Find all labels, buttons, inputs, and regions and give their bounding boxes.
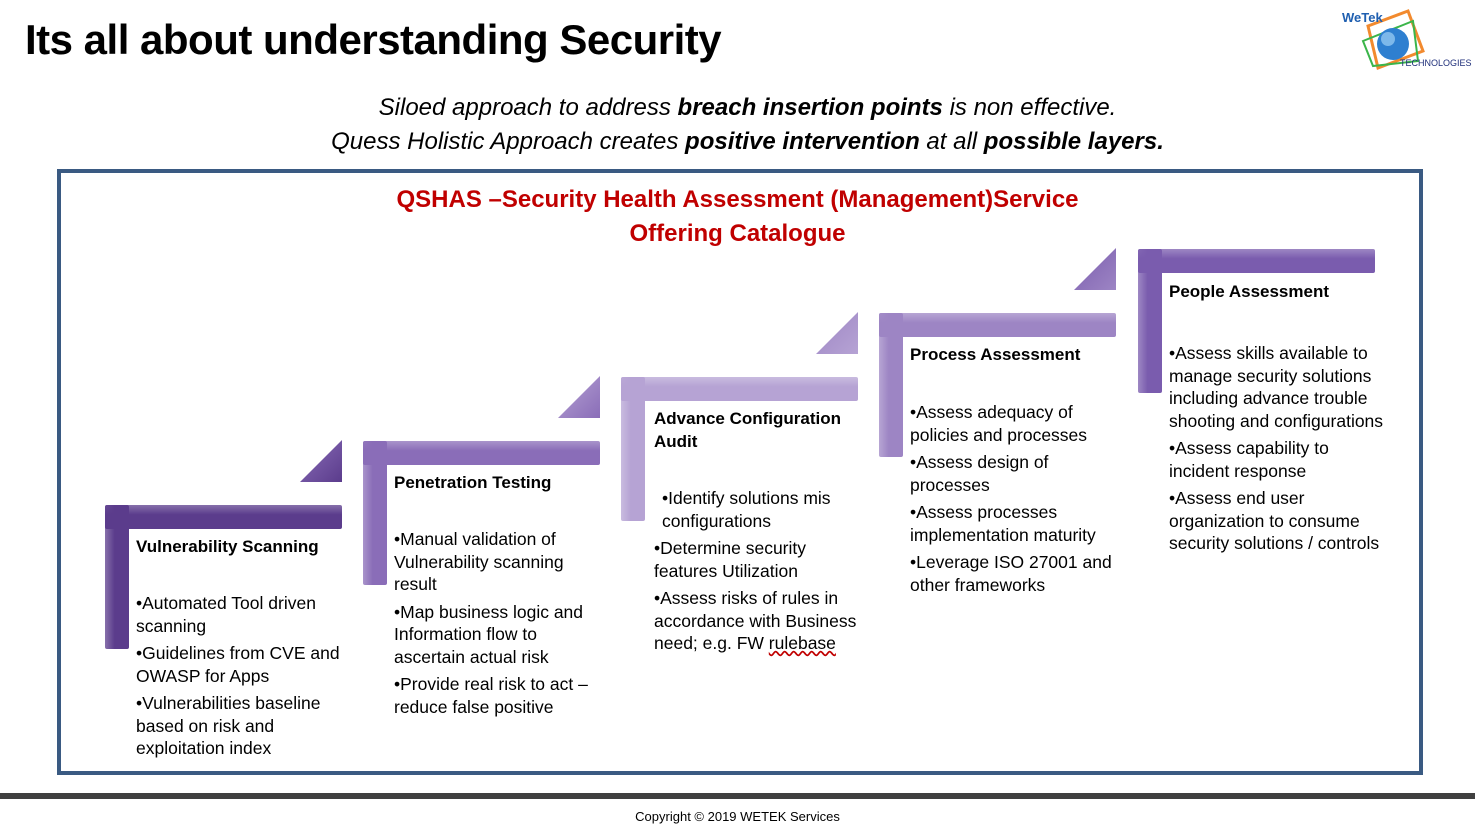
bullet-item: •Manual validation of Vulnerability scan…: [394, 528, 609, 596]
step-bar-vertical: [105, 505, 129, 649]
bullet-item: •Assess design of processes: [910, 451, 1125, 496]
bullet-text: •Identify solutions mis configurations: [662, 488, 831, 531]
text: Quess Holistic Approach creates: [331, 128, 686, 155]
bullet-item: •Assess end user organization to consume…: [1169, 487, 1384, 555]
step-bullets: •Assess adequacy of policies and process…: [910, 401, 1125, 601]
bullet-text: •Assess adequacy of policies and process…: [910, 402, 1088, 445]
step-title: Vulnerability Scanning: [136, 537, 319, 556]
step-bar-horizontal: [1138, 249, 1375, 273]
bullet-item: •Identify solutions mis configurations: [654, 487, 869, 532]
text-bold: breach insertion points: [677, 94, 943, 121]
bullet-item: •Assess risks of rules in accordance wit…: [654, 587, 869, 655]
bullet-text-continued: rulebase: [768, 633, 836, 653]
text: is non effective.: [942, 94, 1117, 121]
bullet-text: •Provide real risk to act – reduce false…: [394, 674, 588, 717]
wetek-logo: WeTek TECHNOLOGIES: [1338, 6, 1472, 76]
bullet-text: •Assess end user organization to consume…: [1169, 488, 1380, 553]
bullet-text: •Map business logic and Information flow…: [394, 601, 584, 667]
bullet-text: •Assess processes implementation maturit…: [910, 502, 1096, 545]
text: Siloed approach to address: [378, 94, 678, 121]
bullet-text: •Automated Tool driven scanning: [136, 593, 316, 636]
text-bold: positive intervention: [685, 128, 920, 155]
catalogue-heading-2: Offering Catalogue: [629, 220, 846, 247]
step-bullets: •Automated Tool driven scanning •Guidelin…: [136, 592, 351, 765]
bullet-item: •Automated Tool driven scanning: [136, 592, 351, 637]
bullet-text: •Determine security features Utilization: [654, 538, 807, 581]
bullet-text: •Manual validation of Vulnerability scan…: [394, 529, 564, 594]
globe-icon: [1361, 9, 1425, 71]
step-title: People Assessment: [1169, 282, 1329, 301]
step-4: [879, 313, 1116, 457]
step-5: [1138, 249, 1375, 393]
copyright: Copyright © 2019 WETEK Services: [635, 809, 840, 824]
bullet-item: •Provide real risk to act – reduce false…: [394, 673, 609, 718]
catalogue-frame: [57, 169, 1423, 775]
step-title: Advance Configuration Audit: [654, 409, 842, 451]
step-bar-vertical: [363, 441, 387, 585]
bullet-item: •Assess skills available to manage secur…: [1169, 342, 1384, 432]
bullet-item: •Assess adequacy of policies and process…: [910, 401, 1125, 446]
bullet-text: •Assess design of processes: [910, 452, 1049, 495]
bullet-item: •Assess processes implementation maturit…: [910, 501, 1125, 546]
bullet-text: •Leverage ISO 27001 and other frameworks: [910, 552, 1112, 595]
step-title: Penetration Testing: [394, 473, 552, 492]
step-bar-vertical: [621, 377, 645, 521]
step-title: Process Assessment: [910, 345, 1081, 364]
bullet-text: •Vulnerabilities baseline based on risk …: [136, 693, 321, 758]
bullet-item: •Guidelines from CVE and OWASP for Apps: [136, 642, 351, 687]
bullet-item: •Assess capability to incident response: [1169, 437, 1384, 482]
subtitle-line-1: Siloed approach to address breach insert…: [0, 94, 1475, 122]
step-bullets: •Manual validation of Vulnerability scan…: [394, 528, 609, 723]
text: at all: [919, 128, 984, 155]
bullet-text: •Assess risks of rules in accordance wit…: [654, 588, 857, 653]
subtitle-line-2: Quess Holistic Approach creates positive…: [0, 128, 1475, 156]
bullet-text: •Assess skills available to manage secur…: [1169, 343, 1384, 431]
slide-title: Its all about understanding Security: [25, 16, 722, 63]
bullet-item: •Leverage ISO 27001 and other frameworks: [910, 551, 1125, 596]
step-bar-horizontal: [105, 505, 342, 529]
step-3: [621, 377, 858, 521]
step-bullets: •Identify solutions mis configurations •D…: [654, 487, 869, 660]
bullet-item: •Determine security features Utilization: [654, 537, 869, 582]
bullet-item: •Vulnerabilities baseline based on risk …: [136, 692, 351, 760]
text-bold: possible layers.: [983, 128, 1164, 155]
step-1: [105, 505, 342, 649]
logo-subtext: TECHNOLOGIES: [1400, 58, 1472, 68]
step-bar-horizontal: [621, 377, 858, 401]
step-bar-horizontal: [879, 313, 1116, 337]
step-bar-vertical: [1138, 249, 1162, 393]
step-bullets: •Assess skills available to manage secur…: [1169, 342, 1384, 560]
step-2: [363, 441, 600, 585]
catalogue-heading-1: QSHAS –Security Health Assessment (Manag…: [396, 186, 1079, 213]
step-bar-horizontal: [363, 441, 600, 465]
footer-divider: [0, 793, 1475, 799]
bullet-item: •Map business logic and Information flow…: [394, 601, 609, 669]
logo-text: WeTek: [1342, 10, 1383, 25]
step-bar-vertical: [879, 313, 903, 457]
bullet-text: •Assess capability to incident response: [1169, 438, 1329, 481]
bullet-text: •Guidelines from CVE and OWASP for Apps: [136, 643, 340, 686]
